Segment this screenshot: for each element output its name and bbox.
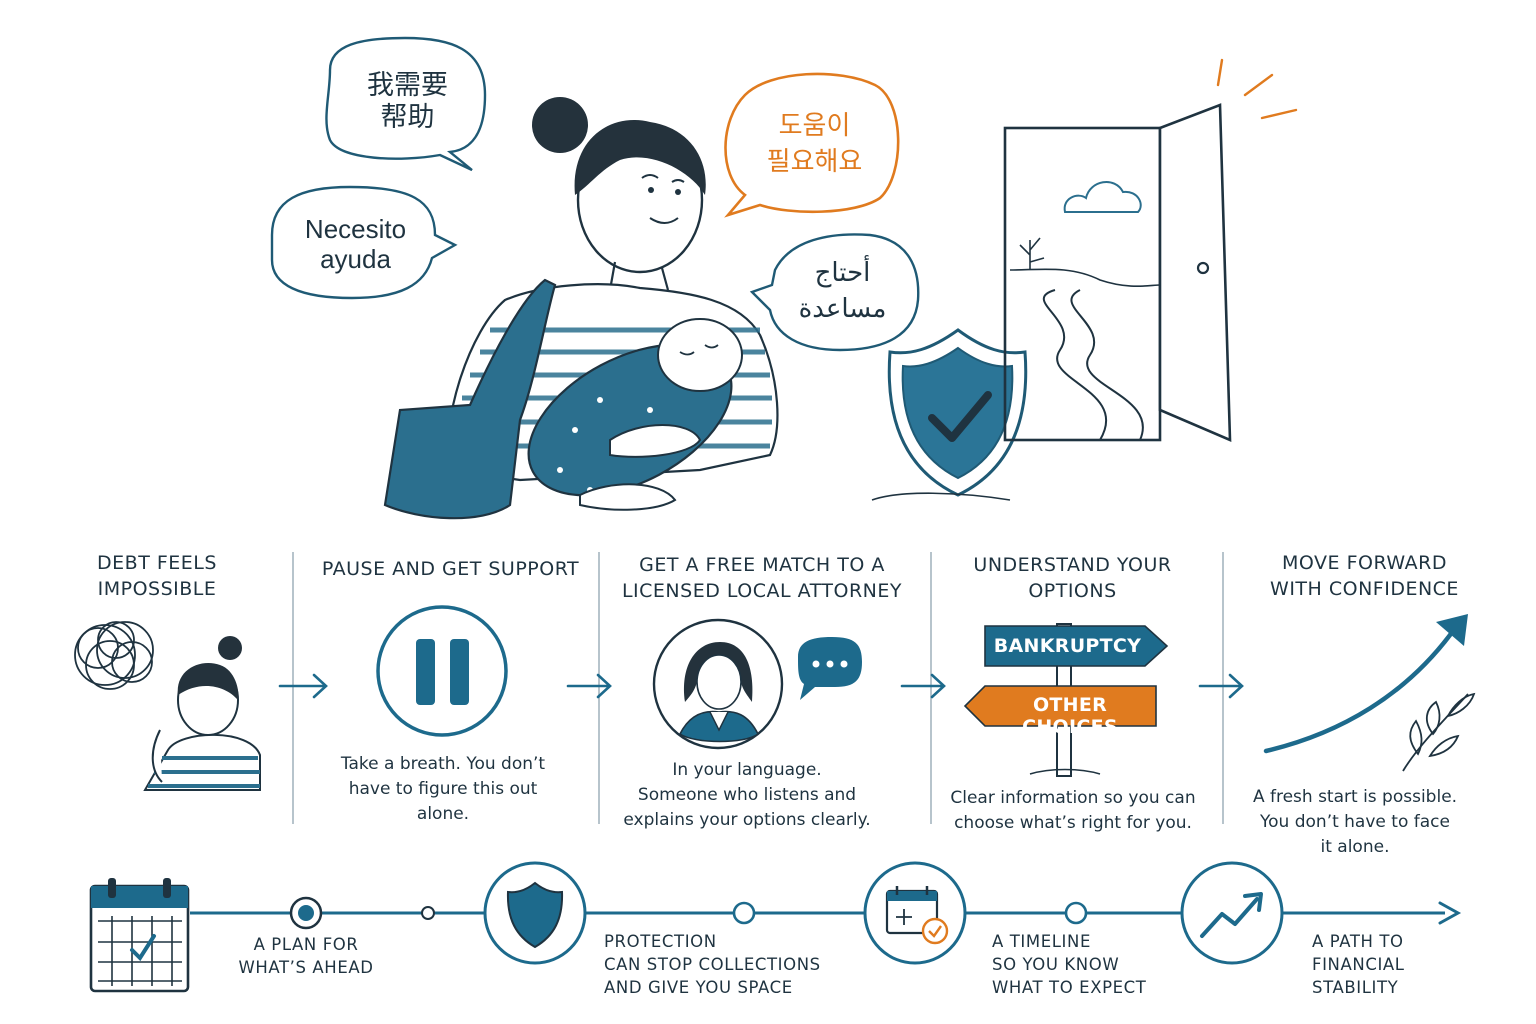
- sign-other-choices: OTHER CHOICES: [1022, 694, 1118, 738]
- step-divider: [292, 552, 294, 824]
- step-arrow-icon: [566, 673, 612, 699]
- pause-icon: [376, 605, 508, 737]
- calendar-check-icon: [89, 878, 190, 993]
- sign-bankruptcy: BANKRUPTCY: [993, 635, 1142, 657]
- bubble-text-korean: 도움이 필요해요: [766, 111, 863, 177]
- step-title-options: Understand your options: [973, 554, 1172, 602]
- step-desc-forward: A fresh start is possible. You don’t hav…: [1252, 787, 1458, 857]
- trend-up-icon: [1180, 861, 1284, 965]
- timeline-label-plan: A plan for what’s ahead: [238, 935, 374, 977]
- signpost-icon: [963, 623, 1169, 777]
- step-title-forward: Move forward with confidence: [1270, 552, 1459, 600]
- timeline-label-protection: Protection can stop collections and give…: [604, 932, 821, 997]
- step-title-pause: Pause and get support: [321, 558, 580, 580]
- attorney-chat-icon: [652, 618, 862, 750]
- tangled-thought-woman-icon: [74, 621, 261, 791]
- step-arrow-icon: [1198, 673, 1244, 699]
- timeline-node: [732, 901, 756, 925]
- calendar-clock-icon: [863, 861, 967, 965]
- step-title-attorney: Get a free match to a licensed local att…: [621, 554, 903, 602]
- bubble-text-chinese: 我需要 帮助: [367, 70, 448, 133]
- upward-arrow-icon: [1263, 614, 1476, 772]
- timeline-node: [1064, 901, 1088, 925]
- timeline-node: [421, 906, 435, 920]
- bubble-text-arabic: أحتاج مساعدة: [798, 258, 887, 324]
- step-divider: [930, 552, 932, 824]
- step-desc-attorney: In your language. Someone who listens an…: [623, 760, 871, 830]
- step-desc-pause: Take a breath. You don’t have to figure …: [340, 754, 546, 824]
- step-arrow-icon: [900, 673, 946, 699]
- timeline-label-path: A path to financial stability: [1312, 932, 1405, 997]
- bubble-text-spanish: Necesito ayuda: [304, 214, 407, 274]
- timeline-label-timeline: A timeline so you know what to expect: [992, 932, 1147, 997]
- step-title-debt: Debt feels impossible: [97, 552, 217, 600]
- step-desc-options: Clear information so you can choose what…: [950, 788, 1196, 833]
- step-arrow-icon: [278, 673, 328, 699]
- timeline-node: [289, 896, 323, 930]
- shield-icon: [483, 861, 587, 965]
- step-divider: [1222, 552, 1224, 824]
- step-divider: [598, 552, 600, 824]
